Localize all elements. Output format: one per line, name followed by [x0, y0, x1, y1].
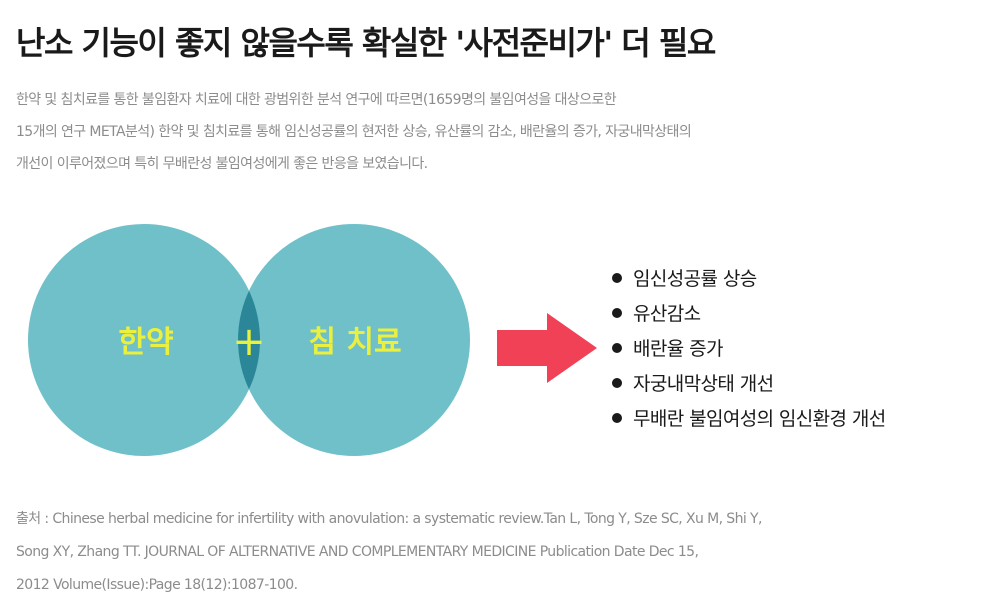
result-item: 유산감소	[612, 297, 886, 332]
result-item: 배란율 증가	[612, 332, 886, 367]
herbal-medicine-circle	[28, 224, 260, 456]
result-item: 자궁내막상태 개선	[612, 367, 886, 402]
plus-sign: +	[232, 319, 266, 365]
herbal-medicine-label: 한약	[118, 325, 173, 360]
bullet-icon	[612, 412, 622, 423]
source-line: 2012 Volume(Issue):Page 18(12):1087-100.	[16, 577, 298, 593]
page-title: 난소 기능이 좋지 않을수록 확실한 '사전준비가' 더 필요	[16, 24, 716, 62]
result-label: 자궁내막상태 개선	[633, 373, 774, 395]
source-line: Song XY, Zhang TT. JOURNAL OF ALTERNATIV…	[16, 544, 699, 560]
bullet-icon	[612, 342, 622, 353]
result-label: 임신성공률 상승	[633, 268, 757, 290]
right-arrow	[497, 313, 597, 383]
bullet-icon	[612, 377, 622, 388]
source-line: 출처 : Chinese herbal medicine for inferti…	[16, 511, 762, 527]
result-label: 유산감소	[633, 303, 701, 325]
bullet-icon	[612, 272, 622, 283]
results-list: 임신성공률 상승 유산감소 배란율 증가 자궁내막상태 개선 무배란 불임여성의…	[612, 262, 886, 437]
bullet-icon	[612, 307, 622, 318]
result-label: 배란율 증가	[633, 338, 723, 360]
result-item: 임신성공률 상승	[612, 262, 886, 297]
venn-diagram: 한약 + 침 치료	[28, 224, 597, 456]
description: 한약 및 침치료를 통한 불임환자 치료에 대한 광범위한 분석 연구에 따르면…	[16, 84, 956, 180]
acupuncture-label: 침 치료	[308, 325, 401, 360]
result-label: 무배란 불임여성의 임신환경 개선	[633, 408, 886, 430]
source-citation: 출처 : Chinese herbal medicine for inferti…	[16, 503, 976, 602]
acupuncture-circle	[238, 224, 470, 456]
description-line: 한약 및 침치료를 통한 불임환자 치료에 대한 광범위한 분석 연구에 따르면…	[16, 92, 617, 108]
result-item: 무배란 불임여성의 임신환경 개선	[612, 402, 886, 437]
description-line: 15개의 연구 META분석) 한약 및 침치료를 통해 임신성공률의 현저한 …	[16, 124, 692, 140]
description-line: 개선이 이루어졌으며 특히 무배란성 불임여성에게 좋은 반응을 보였습니다.	[16, 156, 428, 172]
